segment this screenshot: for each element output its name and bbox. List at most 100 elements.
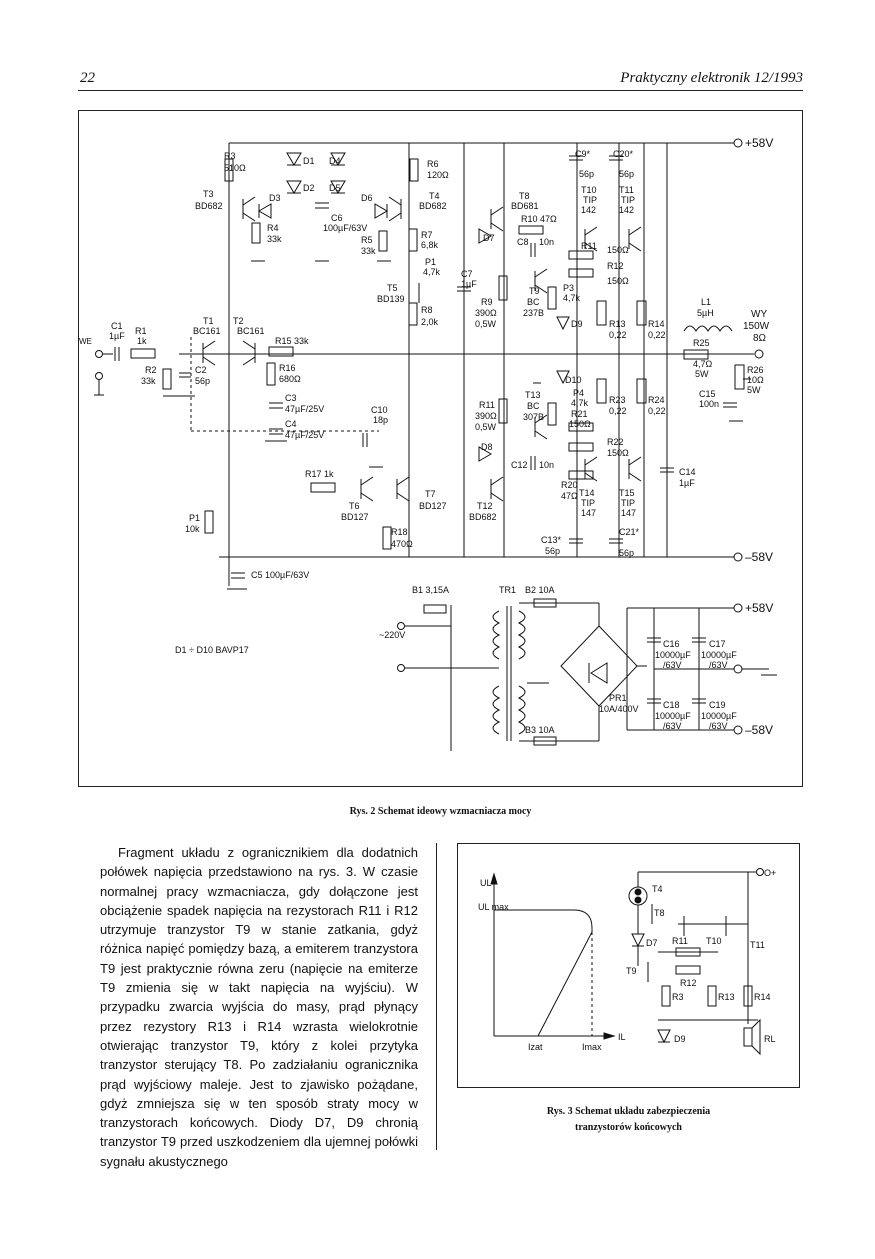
label-C15v: 100n bbox=[699, 399, 719, 409]
R11-body-3 bbox=[675, 947, 701, 957]
R10-body bbox=[518, 225, 544, 235]
TR1-primary bbox=[492, 610, 501, 660]
transistors bbox=[202, 196, 642, 502]
R3-body-3 bbox=[661, 985, 671, 1007]
label-R13: R13 bbox=[609, 319, 626, 329]
R23-body bbox=[596, 378, 607, 404]
label-D4: D4 bbox=[329, 156, 341, 166]
label-C10v: 18p bbox=[373, 415, 388, 425]
input-ground-terminal bbox=[95, 372, 103, 380]
label-R3: R3 bbox=[224, 151, 236, 161]
protection-schematic: UL UL max IL Izat Imax O+ bbox=[478, 868, 776, 1056]
fig3-label-R3: R3 bbox=[672, 992, 684, 1002]
label-C4: C4 bbox=[285, 419, 297, 429]
fig3-label-R11: R11 bbox=[672, 936, 688, 946]
label-mains: ~220V bbox=[379, 630, 405, 640]
label-R11v: 150Ω bbox=[607, 245, 629, 255]
figure-3-frame: UL UL max IL Izat Imax O+ bbox=[457, 843, 800, 1088]
label-C20v: 56p bbox=[619, 169, 634, 179]
label-T3t: BD682 bbox=[195, 201, 223, 211]
fig3-label-R14: R14 bbox=[754, 992, 771, 1002]
label-D1: D1 bbox=[303, 156, 315, 166]
fig3-label-plus: O+ bbox=[764, 868, 776, 878]
label-R5v: 33k bbox=[361, 246, 376, 256]
label-T9t: BC bbox=[527, 297, 540, 307]
label-R16v: 680Ω bbox=[279, 374, 301, 384]
label-R10: R10 47Ω bbox=[521, 214, 557, 224]
label-C10: C10 bbox=[371, 405, 388, 415]
fig3-label-T4: T4 bbox=[652, 884, 663, 894]
label-T15: T15 bbox=[619, 488, 635, 498]
label-R18v: 470Ω bbox=[391, 539, 413, 549]
label-R4: R4 bbox=[267, 223, 279, 233]
label-P4v: 4,7k bbox=[571, 398, 589, 408]
label-C20: C20* bbox=[613, 149, 634, 159]
label-C12v: 10n bbox=[539, 460, 554, 470]
label-C21v: 56p bbox=[619, 548, 634, 558]
label-T13n: 307B bbox=[523, 412, 544, 422]
P1b-body bbox=[204, 510, 214, 534]
power-supply bbox=[397, 598, 777, 751]
label-R12: R12 bbox=[607, 261, 624, 271]
label-R26v: 10Ω bbox=[747, 375, 764, 385]
label-C13v: 56p bbox=[545, 546, 560, 556]
R4-body bbox=[251, 222, 261, 244]
label-C9: C9* bbox=[575, 149, 591, 159]
TR1-secondary bbox=[517, 610, 526, 660]
R17-body bbox=[310, 482, 336, 493]
label-R15: R15 33k bbox=[275, 336, 309, 346]
label-C15: C15 bbox=[699, 389, 716, 399]
figure-2-caption: Rys. 2 Schemat ideowy wzmacniacza mocy bbox=[349, 806, 532, 817]
label-R25p: 5W bbox=[695, 369, 709, 379]
label-C21: C21* bbox=[619, 527, 640, 537]
label-D9: D9 bbox=[571, 319, 583, 329]
label-R11bv: 390Ω bbox=[475, 411, 497, 421]
label-PR1v: 10A/400V bbox=[599, 704, 639, 714]
label-C2v: 56p bbox=[195, 376, 210, 386]
label-T6: T6 bbox=[349, 501, 360, 511]
D9-symbol-3 bbox=[657, 1029, 671, 1044]
label-R14: R14 bbox=[648, 319, 665, 329]
R21-body bbox=[568, 422, 594, 432]
label-T15t: TIP bbox=[621, 498, 635, 508]
output-terminal bbox=[754, 349, 764, 359]
label-T11: T11 bbox=[619, 185, 634, 195]
B2-body bbox=[533, 598, 557, 608]
label-T1t: BC161 bbox=[193, 326, 221, 336]
R16-body bbox=[266, 362, 276, 386]
label-R7: R7 bbox=[421, 230, 433, 240]
label-T15n: 147 bbox=[621, 508, 636, 518]
label-T14: T14 bbox=[579, 488, 595, 498]
graph-curve bbox=[494, 909, 593, 1037]
label-T1: T1 bbox=[203, 316, 214, 326]
label-C14: C14 bbox=[679, 467, 696, 477]
label-D8: D8 bbox=[481, 442, 493, 452]
diode-note: D1 ÷ D10 BAVP17 bbox=[175, 645, 249, 655]
label-R14v: 0,22 bbox=[648, 330, 666, 340]
label-R8: R8 bbox=[421, 305, 433, 315]
TR1-secondary-2 bbox=[517, 685, 526, 735]
R26-body bbox=[734, 364, 745, 390]
label-C6: C6 bbox=[331, 213, 343, 223]
R11b-body bbox=[498, 398, 508, 424]
fig3-label-T9: T9 bbox=[626, 966, 637, 976]
D3-symbol bbox=[258, 203, 272, 219]
label-C7: C7 bbox=[461, 269, 473, 279]
label-WYp: 150W bbox=[743, 321, 770, 332]
fig3-label-T8: T8 bbox=[654, 908, 665, 918]
P3-body bbox=[547, 286, 557, 310]
R22-body bbox=[568, 442, 594, 452]
label-R16: R16 bbox=[279, 363, 296, 373]
label-TR1: TR1 bbox=[499, 585, 516, 595]
label-R24: R24 bbox=[648, 395, 665, 405]
P4-body bbox=[547, 402, 557, 426]
page-number: 22 bbox=[80, 70, 95, 86]
R20-body bbox=[568, 470, 594, 480]
label-P1bv: 10k bbox=[185, 524, 200, 534]
label-R22v: 150Ω bbox=[607, 448, 629, 458]
label-T11t: TIP bbox=[621, 195, 635, 205]
B1-body bbox=[423, 604, 447, 614]
article-paragraph: Fragment układu z ogranicznikiem dla dod… bbox=[100, 845, 418, 1169]
label-R21: R21 bbox=[571, 409, 588, 419]
label-T7t: BD127 bbox=[419, 501, 447, 511]
